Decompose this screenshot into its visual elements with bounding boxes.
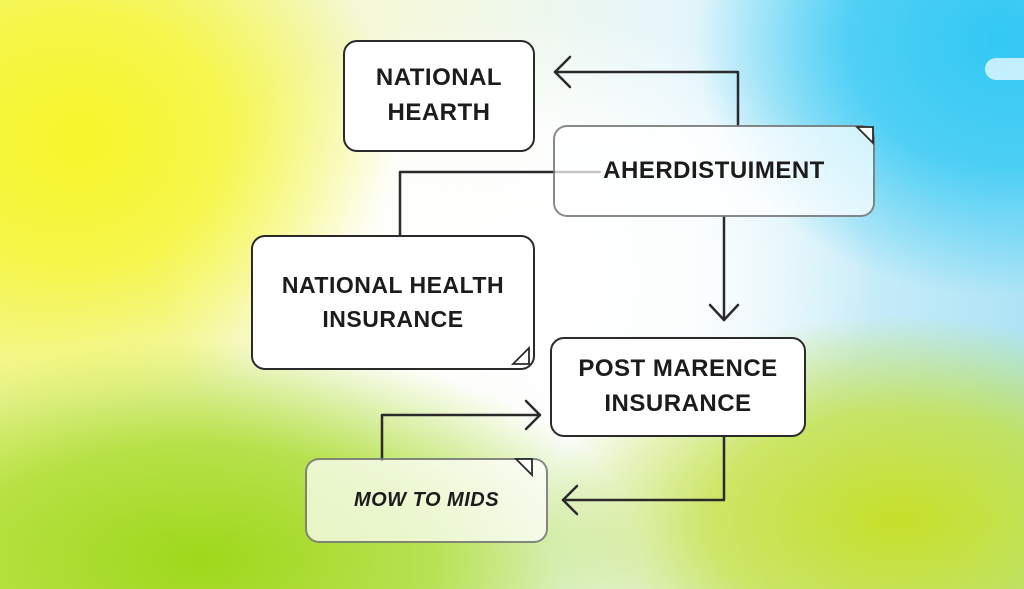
- edge-national-health-insurance-to-aherdistuiment: [398, 170, 602, 237]
- edge-aherdistuiment-to-national-hearth: [553, 55, 740, 127]
- node-national-health-insurance-label: NATIONAL HEALTH INSURANCE: [281, 272, 505, 332]
- node-post-marence-insurance-label: POST MARENCE INSURANCE: [578, 355, 778, 417]
- page-curl-icon: [514, 458, 533, 477]
- node-aherdistuiment[interactable]: AHERDISTUIMENT: [553, 125, 875, 217]
- edge-post-marence-to-mow-to-mids: [561, 435, 726, 516]
- page-curl-icon: [511, 346, 530, 365]
- node-national-hearth[interactable]: NATIONAL HEARTH: [343, 40, 535, 152]
- node-national-health-insurance[interactable]: NATIONAL HEALTH INSURANCE: [251, 235, 535, 370]
- node-mow-to-mids[interactable]: MOW TO MIDS: [305, 458, 548, 543]
- node-national-hearth-label: NATIONAL HEARTH: [375, 64, 503, 126]
- cloud-shape: [985, 58, 1024, 80]
- page-curl-icon: [855, 126, 874, 145]
- node-aherdistuiment-label: AHERDISTUIMENT: [603, 156, 825, 184]
- node-mow-to-mids-label: MOW TO MIDS: [353, 489, 500, 511]
- node-post-marence-insurance[interactable]: POST MARENCE INSURANCE: [550, 337, 806, 437]
- edge-aherdistuiment-to-post-marence: [708, 215, 740, 322]
- edge-mow-to-mids-to-post-marence: [380, 399, 542, 462]
